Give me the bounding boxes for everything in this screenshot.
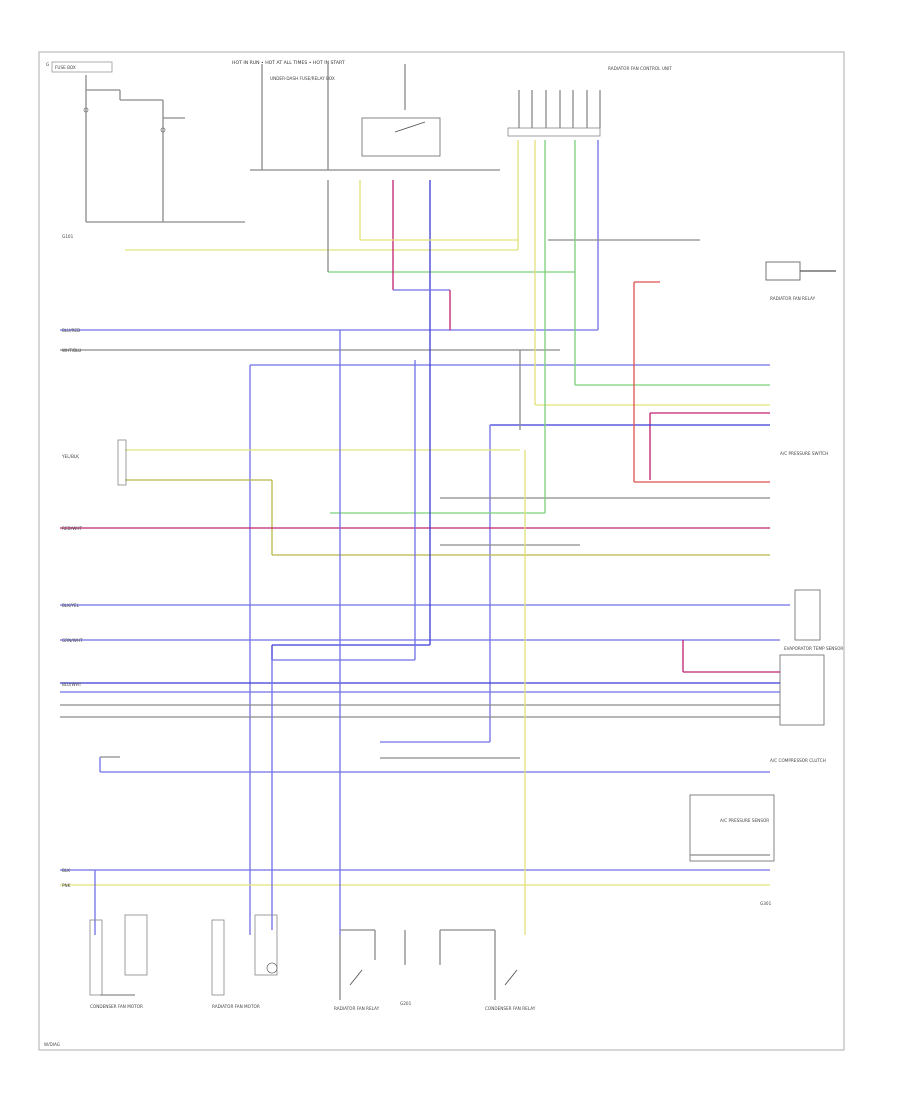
pressure-switch-right: A/C PRESSURE SWITCH: [780, 451, 828, 456]
svg-text:RADIATOR FAN CONTROL UNIT: RADIATOR FAN CONTROL UNIT: [608, 66, 672, 71]
compressor-clutch-label: A/C COMPRESSOR CLUTCH: [770, 758, 826, 763]
condenser-fan-motor: CONDENSER FAN MOTOR: [89, 914, 148, 1009]
relay-box-top-center: UNDER-DASH FUSE/RELAY BOX: [250, 64, 500, 171]
svg-text:EVAPORATOR TEMP SENSOR: EVAPORATOR TEMP SENSOR: [784, 646, 843, 651]
corner-tag: G: [46, 62, 49, 67]
svg-text:G201: G201: [400, 1001, 412, 1006]
wire-verticals: [94, 180, 526, 935]
relay-module-right-top: RADIATOR FAN RELAY: [765, 261, 836, 301]
svg-text:RADIATOR FAN RELAY: RADIATOR FAN RELAY: [334, 1006, 380, 1011]
ground-left: G101: [62, 234, 74, 239]
svg-text:GRN/WHT: GRN/WHT: [62, 638, 83, 643]
svg-text:YEL/BLK: YEL/BLK: [61, 454, 79, 459]
header-fuse-text: HOT IN RUN • HOT AT ALL TIMES • HOT IN S…: [232, 60, 345, 66]
wire-bus: [60, 140, 790, 935]
svg-text:A/C PRESSURE SWITCH: A/C PRESSURE SWITCH: [780, 451, 828, 456]
svg-text:BLU/WHT: BLU/WHT: [62, 682, 82, 687]
svg-text:RADIATOR FAN RELAY: RADIATOR FAN RELAY: [770, 296, 816, 301]
control-unit-top-right: RADIATOR FAN CONTROL UNIT: [507, 66, 672, 137]
svg-text:FUSE BOX: FUSE BOX: [55, 65, 76, 70]
left-connectors: YEL/BLK BLU/RED WHT/BLU RED/WHT BLK/YEL …: [61, 328, 127, 888]
svg-text:BLU/RED: BLU/RED: [62, 328, 80, 333]
svg-text:CONDENSER FAN MOTOR: CONDENSER FAN MOTOR: [90, 1004, 143, 1009]
diagram-frame: [38, 51, 845, 1051]
module-box-right-mid: EVAPORATOR TEMP SENSOR: [779, 589, 843, 726]
fan-relays-bottom: RADIATOR FAN RELAY CONDENSER FAN RELAY G…: [334, 929, 536, 1011]
svg-text:A/C PRESSURE SENSOR: A/C PRESSURE SENSOR: [720, 818, 769, 823]
radiator-fan-motor: RADIATOR FAN MOTOR: [211, 914, 278, 1009]
pressure-sensor-box: A/C PRESSURE SENSOR: [689, 794, 775, 862]
svg-text:BLK: BLK: [62, 868, 70, 873]
svg-text:WHT/BLU: WHT/BLU: [62, 348, 81, 353]
svg-text:CONDENSER FAN RELAY: CONDENSER FAN RELAY: [485, 1006, 536, 1011]
ground-right: G301: [760, 901, 772, 906]
svg-text:BLK/YEL: BLK/YEL: [62, 603, 80, 608]
svg-text:RED/WHT: RED/WHT: [62, 526, 82, 531]
svg-text:PNK: PNK: [62, 883, 71, 888]
fuse-box-top-left: FUSE BOX: [51, 61, 245, 223]
svg-text:RADIATOR FAN MOTOR: RADIATOR FAN MOTOR: [212, 1004, 260, 1009]
footer-tag: W/DIAG: [44, 1042, 60, 1047]
svg-text:UNDER-DASH FUSE/RELAY BOX: UNDER-DASH FUSE/RELAY BOX: [270, 76, 335, 81]
